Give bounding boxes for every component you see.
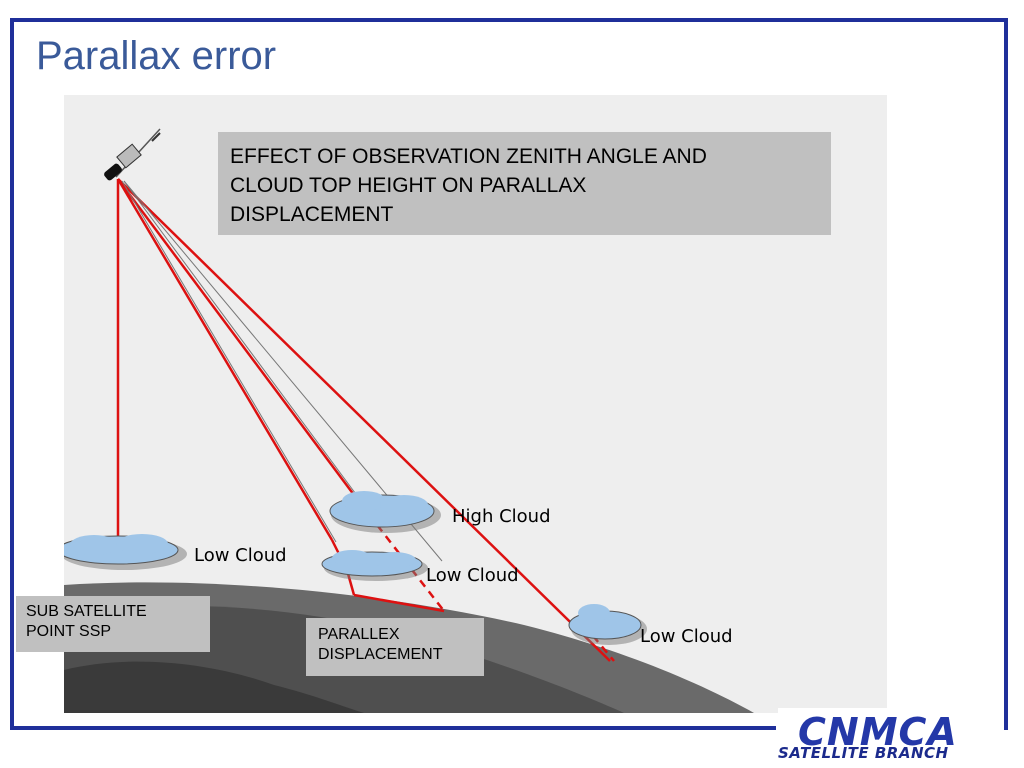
diagram-heading-box: EFFECT OF OBSERVATION ZENITH ANGLE AND C…: [218, 132, 831, 235]
logo-name: CNMCA: [798, 710, 958, 754]
cloud-high: [329, 491, 441, 533]
cloud-label-low-middle: Low Cloud: [426, 565, 519, 586]
cloud-low-ssp: [64, 534, 187, 570]
cloud-low-middle: [321, 550, 428, 581]
cloud-low-far: [568, 604, 647, 645]
cloud-label-high: High Cloud: [452, 506, 551, 527]
cloud-label-low-far: Low Cloud: [640, 626, 733, 647]
satellite-icon: [104, 128, 161, 181]
parallax-diagram: Low Cloud High Cloud Low Cloud Low Cloud: [64, 95, 887, 713]
parallax-label-box: PARALLEX DISPLACEMENT: [306, 618, 484, 676]
earth-dark-region: [64, 661, 364, 713]
cloud-label-low-ssp: Low Cloud: [194, 545, 287, 566]
logo-subtitle: SATELLITE BRANCH: [778, 744, 949, 762]
slide-title: Parallax error: [36, 34, 277, 78]
ssp-label-box: SUB SATELLITE POINT SSP: [16, 596, 210, 652]
cnmca-logo: CNMCA SATELLITE BRANCH: [778, 708, 1004, 764]
observation-rays: [116, 178, 611, 662]
